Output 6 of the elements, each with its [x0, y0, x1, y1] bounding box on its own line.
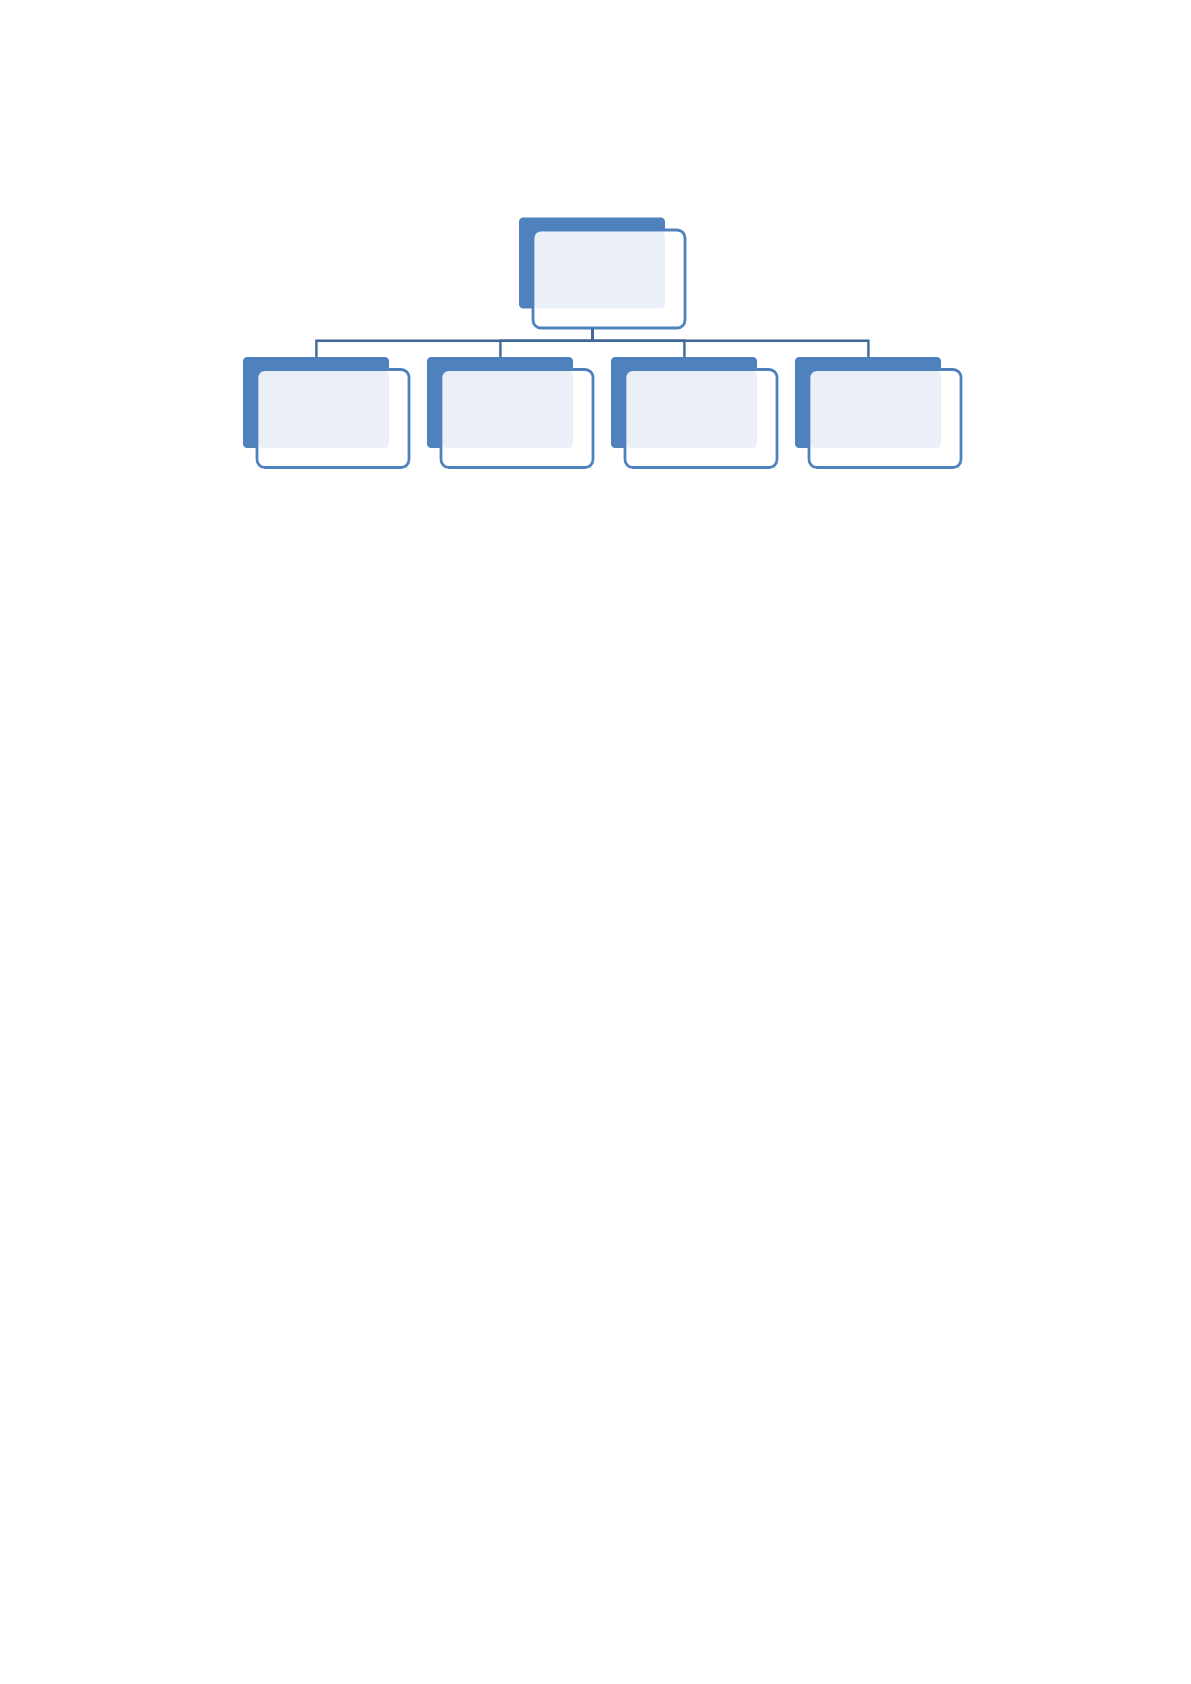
org-chart-box: [519, 217, 687, 330]
org-chart-box: [243, 357, 411, 469]
org-chart-box: [795, 357, 963, 469]
org-chart-box: [611, 357, 779, 469]
connector-line: [591, 328, 870, 357]
org-chart-box: [427, 357, 595, 469]
